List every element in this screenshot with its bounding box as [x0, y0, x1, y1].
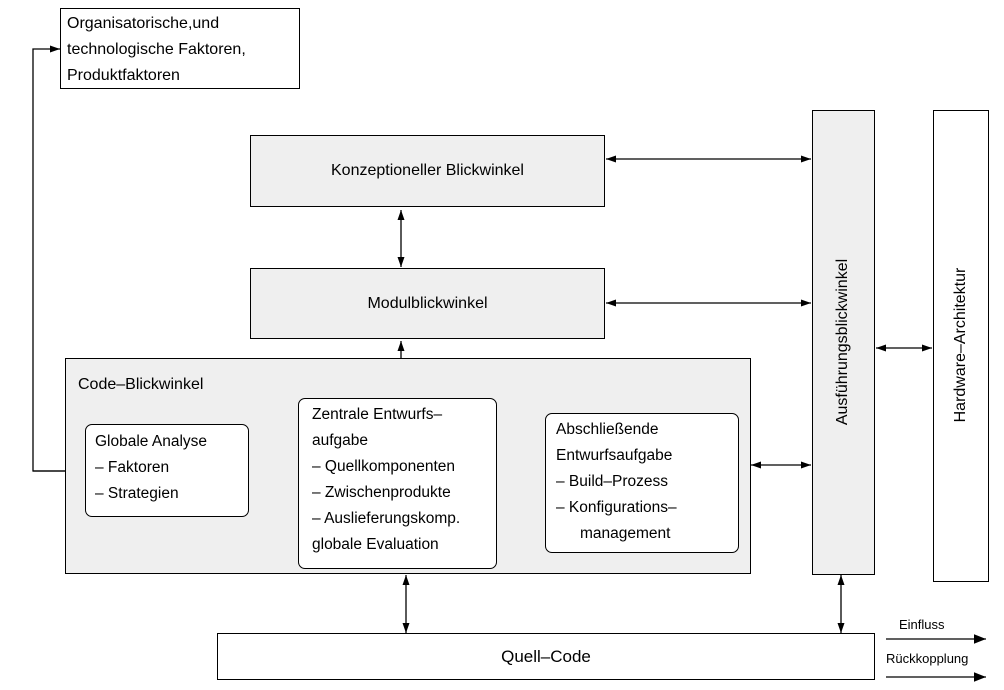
source-code-box: Quell–Code — [217, 633, 875, 680]
execution-view-box: Ausführungsblickwinkel — [812, 110, 875, 575]
legend-influence-label: Einfluss — [899, 617, 945, 632]
global-analysis-box: Globale Analyse – Faktoren – Strategien — [85, 424, 249, 517]
arrow-global-analysis-to-factors — [32, 45, 66, 472]
factors-line-2: technologische Faktoren, — [67, 41, 246, 58]
central-tasks-item: – Quellkomponenten — [312, 458, 456, 475]
module-view-box: Modulblickwinkel — [250, 268, 605, 339]
central-tasks-item: – Zwischenprodukte — [312, 484, 451, 501]
final-tasks-title-cont: Entwurfsaufgabe — [556, 447, 673, 464]
central-tasks-title-cont: aufgabe — [312, 432, 369, 449]
central-tasks-box: Zentrale Entwurfs– aufgabe – Quellkompon… — [298, 398, 497, 569]
factors-line-3: Produktfaktoren — [67, 67, 180, 84]
final-tasks-item: – Build–Prozess — [556, 473, 669, 490]
code-view-title: Code–Blickwinkel — [78, 376, 204, 393]
execution-view-label: Ausführungsblickwinkel — [834, 258, 851, 426]
global-analysis-item: – Strategien — [95, 485, 179, 502]
final-tasks-box: Abschließende Entwurfsaufgabe – Build–Pr… — [545, 413, 739, 553]
conceptual-view-box: Konzeptioneller Blickwinkel — [250, 135, 605, 207]
global-analysis-item: – Faktoren — [95, 459, 170, 476]
final-tasks-item: – Konfigurations– — [556, 499, 677, 516]
hardware-architecture-label: Hardware–Architektur — [952, 267, 969, 423]
factors-box: Organisatorische,und technologische Fakt… — [60, 8, 300, 89]
legend-feedback-label: Rückkopplung — [886, 651, 969, 666]
final-tasks-item: management — [580, 525, 671, 542]
hardware-architecture-box: Hardware–Architektur — [933, 110, 989, 582]
final-tasks-title: Abschließende — [556, 421, 659, 438]
conceptual-view-label: Konzeptioneller Blickwinkel — [331, 162, 524, 179]
central-tasks-item: globale Evaluation — [312, 536, 439, 553]
central-tasks-title: Zentrale Entwurfs– — [312, 406, 443, 423]
source-code-label: Quell–Code — [501, 646, 591, 666]
module-view-label: Modulblickwinkel — [367, 294, 488, 312]
global-analysis-title: Globale Analyse — [95, 433, 208, 450]
central-tasks-item: – Auslieferungskomp. — [312, 510, 461, 527]
factors-line-1: Organisatorische,und — [67, 15, 220, 32]
